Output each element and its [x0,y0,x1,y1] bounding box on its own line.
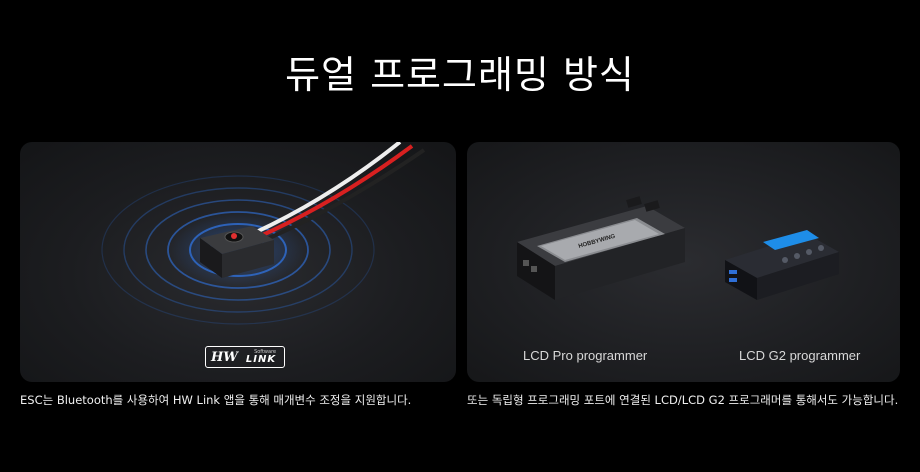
hw-link-logo: HW Software LINK [205,346,285,368]
programmer-description: 또는 독립형 프로그래밍 포트에 연결된 LCD/LCD G2 프로그래머를 통… [467,393,899,407]
lcd-pro-caption: LCD Pro programmer [523,348,648,363]
bluetooth-card: HW Software LINK [20,142,456,382]
lcd-pro-device: HOBBYWING [517,196,685,300]
bluetooth-description: ESC는 Bluetooth를 사용하여 HW Link 앱을 통해 매개변수 … [20,393,412,407]
hw-logo-mark: HW [211,349,238,365]
lcd-g2-caption: LCD G2 programmer [739,348,861,363]
lcd-g2-device [725,230,839,300]
page-title: 듀얼 프로그래밍 방식 [285,53,635,97]
hw-logo-link: LINK [245,353,277,365]
programmer-illustration: HOBBYWING [517,196,839,300]
esc-device [200,226,274,278]
programmer-card: HOBBYWING LCD Pro programmer LCD G2 prog… [467,142,900,382]
hw-logo-software: Software [254,348,277,355]
bluetooth-illustration [101,142,426,325]
